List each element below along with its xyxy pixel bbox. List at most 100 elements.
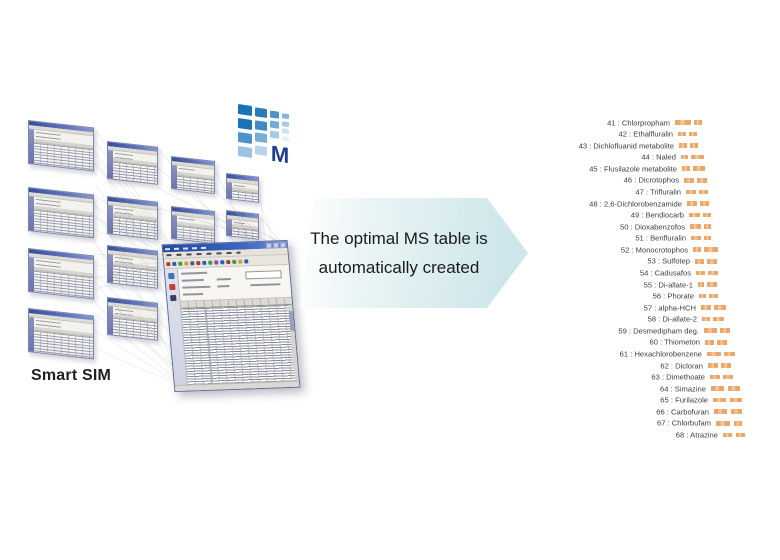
sim-window-bar <box>708 363 718 368</box>
mini-table-window <box>28 120 94 172</box>
scrollbar-thumb <box>288 310 295 331</box>
acquisition-form <box>177 264 292 302</box>
toolbar-icon <box>184 260 189 266</box>
logo-m-letter: M <box>270 140 290 168</box>
ms-table-grid <box>181 304 299 385</box>
sim-window-bar <box>684 178 694 183</box>
sim-window-bar <box>698 282 704 287</box>
sim-window-bar <box>720 328 730 334</box>
mini-table-window <box>28 248 94 300</box>
table-grid <box>177 175 214 193</box>
sim-window-bar <box>696 270 705 276</box>
sim-window-bar <box>691 154 704 160</box>
toolbar-icon <box>208 260 213 265</box>
sim-window-bar <box>728 386 740 391</box>
logo-m-badge: M <box>267 138 293 171</box>
sim-window-bar <box>710 374 720 380</box>
sim-window-bar <box>713 316 724 322</box>
window-content <box>177 215 214 243</box>
sim-window-bar <box>700 201 709 206</box>
sim-window-bar <box>708 270 718 276</box>
sim-window-bar <box>701 305 711 310</box>
sim-chart-row: 41 : Chlorpropham <box>0 117 780 129</box>
mini-table-window <box>171 206 215 245</box>
form-dropdown <box>245 270 282 280</box>
compound-label: 49 : Bendiocarb <box>630 210 684 220</box>
sim-window-bar <box>713 397 726 403</box>
sim-window-bar <box>704 247 718 253</box>
ray-line <box>257 195 276 247</box>
rail-icon <box>170 294 177 302</box>
form-label <box>181 278 204 282</box>
compound-label: 67 : Chlorbufam <box>656 418 711 428</box>
sim-window-bar <box>711 386 724 391</box>
logo-square <box>255 107 267 119</box>
compound-label: 65 : Furilazole <box>660 395 708 405</box>
toolbar-icon <box>238 259 243 264</box>
toolbar-icon <box>196 260 201 265</box>
sim-window-bar <box>707 259 717 264</box>
maximize-icon <box>272 241 280 248</box>
sim-window-bar <box>730 397 742 403</box>
logo-square <box>238 118 252 130</box>
window-content <box>34 257 93 299</box>
logo-square-column <box>238 104 252 158</box>
sim-window-bar <box>717 340 727 345</box>
mini-table-window <box>28 308 94 360</box>
sim-chart-row: 47 : Trifluralin <box>0 186 780 198</box>
compound-label: 51 : Benfluralin <box>635 233 686 243</box>
compound-label: 63 : Dimethoate <box>651 372 705 382</box>
window-body <box>108 306 157 340</box>
mini-table-window <box>107 297 158 341</box>
window-body <box>172 165 214 193</box>
sim-window-bar <box>695 259 704 264</box>
toolbar-icon <box>172 261 177 266</box>
compound-label: 64 : Simazine <box>659 384 706 394</box>
compound-label: 50 : Dioxabenzofos <box>619 222 685 232</box>
sim-window-bar <box>707 282 717 287</box>
logo-square <box>255 132 267 144</box>
compound-label: 68 : Atrazine <box>675 430 718 440</box>
compound-label: 45 : Flusilazole metabolite <box>589 164 677 174</box>
sim-window-bar <box>689 131 697 137</box>
compound-label: 66 : Carbofuran <box>656 407 709 417</box>
rail-icon <box>168 272 175 280</box>
compound-label: 59 : Desmedipham deg. <box>618 326 699 336</box>
sim-chart-row: 68 : Atrazine <box>0 429 780 441</box>
compound-label: 52 : Monocrotophos <box>620 245 688 255</box>
logo-square <box>255 119 267 131</box>
sim-chart-row: 42 : Ethalfluralin <box>0 128 780 140</box>
compound-label: 43 : Dichlofluanid metabolite <box>578 141 674 151</box>
window-body <box>108 150 157 184</box>
mini-table-window <box>107 245 158 289</box>
sim-window-bar <box>704 328 717 334</box>
mini-table-window <box>107 141 158 185</box>
compound-label: 55 : Di-allate-1 <box>643 280 693 290</box>
sim-window-bar <box>686 189 696 195</box>
sim-window-bar <box>699 189 708 195</box>
toolbar-icon <box>226 259 231 264</box>
logo-square <box>282 113 289 120</box>
toolbar-icon <box>166 261 171 266</box>
sim-window-bar <box>705 340 714 345</box>
sim-window-bar <box>681 154 688 160</box>
sim-window-bar <box>687 201 697 206</box>
logo-square <box>282 120 289 127</box>
sim-window-bar <box>707 351 721 357</box>
sim-window-bar <box>736 432 745 438</box>
toolbar-icon <box>178 261 183 266</box>
sim-window-bar <box>723 432 732 438</box>
sim-window-bar <box>721 363 731 368</box>
window-body <box>108 205 157 239</box>
compound-label: 47 : Trifluralin <box>635 187 681 197</box>
toolbar-icon <box>244 258 249 263</box>
logo-square <box>270 110 279 119</box>
toolbar-icon <box>214 259 219 265</box>
sim-window-bar <box>678 131 686 137</box>
sim-window-bar <box>679 143 687 148</box>
logo-square-column <box>255 107 267 156</box>
compound-label: 53 : Sulfotep <box>647 256 690 266</box>
window-content <box>34 196 93 238</box>
sim-chart-row: 61 : Hexachlorobenzene <box>0 348 780 360</box>
